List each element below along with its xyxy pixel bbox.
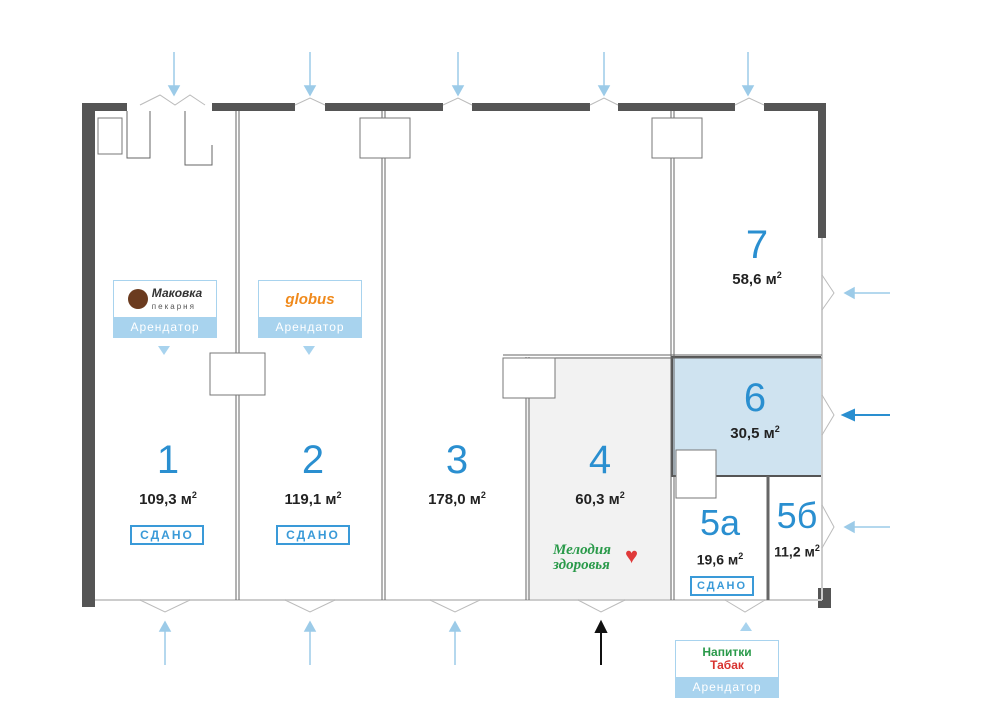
- arrow-left-icon: [848, 292, 890, 528]
- room-3-number: 3: [445, 438, 469, 482]
- entrance-arrows: [158, 52, 890, 665]
- room-1-status-badge: СДАНО: [130, 525, 204, 545]
- tenant-label: Арендатор: [114, 317, 216, 337]
- arrow-left-highlight-icon: [840, 408, 890, 422]
- room-6-number: 6: [743, 376, 767, 420]
- pointer-triangle-icon: [158, 346, 170, 355]
- room-1-number: 1: [156, 438, 180, 482]
- room-4-area: 60,3 м2: [575, 490, 625, 508]
- room-5b-number: 5б: [776, 495, 818, 536]
- globus-logo: globus: [285, 290, 335, 308]
- room-2-number: 2: [301, 438, 325, 482]
- room-2-status-badge: СДАНО: [276, 525, 350, 545]
- heart-icon: ♥: [625, 543, 639, 568]
- room-4-number: 4: [588, 438, 612, 482]
- room-3-area: 178,0 м2: [428, 490, 486, 508]
- room-6-area: 30,5 м2: [730, 424, 780, 442]
- room-5b-area: 11,2 м2: [774, 543, 820, 560]
- tenant-label: Арендатор: [259, 317, 361, 337]
- pointer-triangle-icon: [303, 346, 315, 355]
- room-5a-number: 5а: [699, 502, 741, 543]
- room-2-area: 119,1 м2: [284, 490, 342, 508]
- arrow-up-main-icon: [594, 619, 608, 665]
- room-1-area: 109,3 м2: [139, 490, 197, 508]
- doors: [139, 94, 835, 613]
- wc-fixtures: [97, 117, 717, 499]
- pointer-triangle-icon: [740, 622, 752, 631]
- tenant-card-globus[interactable]: globus Арендатор: [258, 280, 362, 338]
- room-5a-area: 19,6 м2: [696, 551, 744, 568]
- room-7-area: 58,6 м2: [732, 270, 782, 288]
- room-5a-status-badge: СДАНО: [690, 576, 754, 596]
- walls: [82, 103, 831, 608]
- tenant-label: Арендатор: [676, 677, 778, 697]
- room-7-number: 7: [745, 223, 769, 267]
